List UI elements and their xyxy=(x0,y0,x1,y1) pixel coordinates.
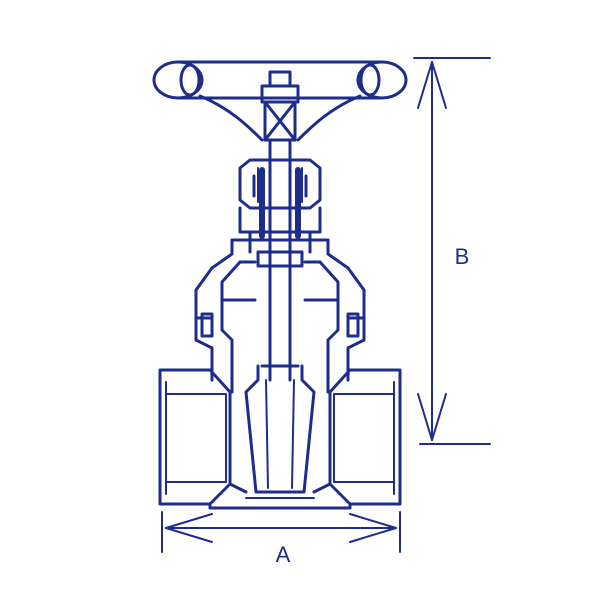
handwheel-left-knob-inner xyxy=(179,63,201,97)
stem-hub-cross xyxy=(263,100,297,142)
valve-stem xyxy=(268,138,292,262)
dimension-b xyxy=(413,57,491,445)
bonnet-bolt-left xyxy=(200,312,214,338)
dimension-a-arrow-left xyxy=(165,513,213,543)
body-right-end xyxy=(328,368,402,506)
handwheel-rim xyxy=(176,60,384,100)
handwheel-hub xyxy=(260,84,300,104)
dimension-b-label: B xyxy=(455,244,470,269)
body-left-end xyxy=(158,368,232,506)
handwheel xyxy=(152,60,408,142)
packing-gland xyxy=(238,158,322,254)
handwheel-left-knob xyxy=(152,60,204,100)
gate-wedge xyxy=(244,258,316,494)
dimension-b-arrow-bottom xyxy=(417,393,447,441)
stem-guide xyxy=(256,250,304,268)
handwheel-right-knob xyxy=(356,60,408,100)
handwheel-spokes xyxy=(198,94,362,142)
dimension-a-arrow-right xyxy=(349,513,397,543)
stem-hub-block xyxy=(263,100,297,142)
dimension-b-arrow-top xyxy=(417,61,447,109)
bonnet-bolt-right xyxy=(346,312,360,338)
handwheel-top-nut xyxy=(268,70,292,88)
dimension-a xyxy=(161,511,401,553)
dimension-a-label: A xyxy=(276,542,291,567)
valve-body xyxy=(158,368,402,510)
bonnet xyxy=(194,238,366,382)
handwheel-right-knob-inner xyxy=(359,63,381,97)
